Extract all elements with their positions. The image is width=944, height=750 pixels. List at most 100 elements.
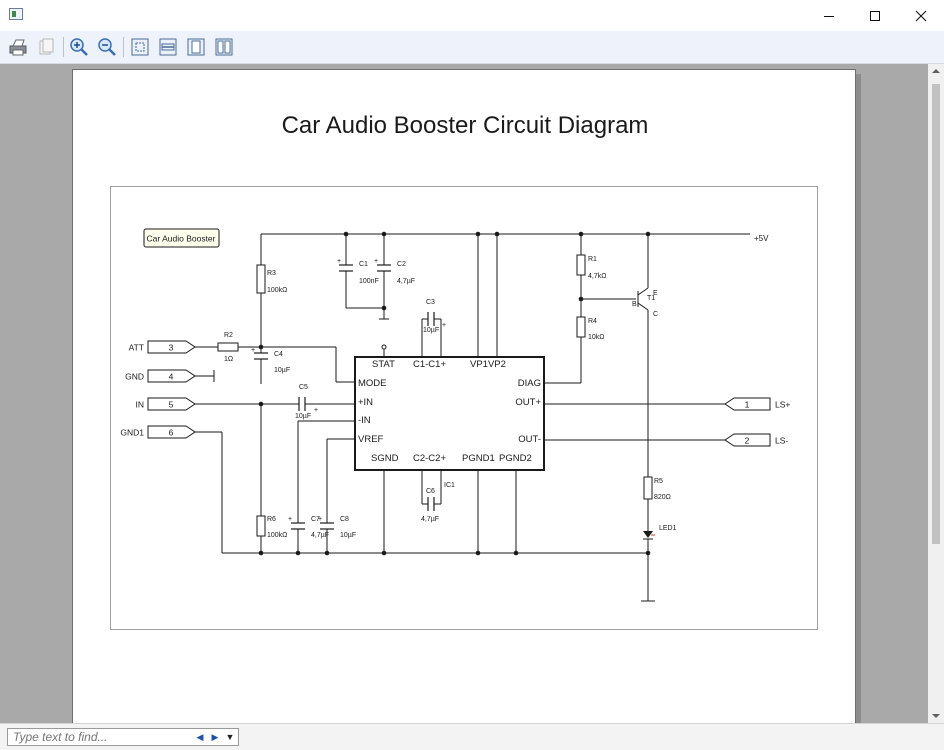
r2-value: 1Ω	[224, 356, 233, 363]
close-icon	[915, 10, 927, 21]
scroll-down-icon[interactable]	[928, 709, 944, 723]
ic-pin-out-minus: OUT-	[518, 434, 541, 445]
ic-pin-vp1vp2: VP1VP2	[470, 359, 506, 370]
ic-pin-out-plus: OUT+	[515, 397, 541, 408]
t1-name: T1	[647, 295, 655, 302]
c2-name: C2	[397, 261, 406, 268]
connector-in-label: IN	[136, 400, 145, 410]
c6-value: 4,7µF	[421, 516, 439, 523]
connector-att	[147, 340, 196, 354]
led1-name: LED1	[659, 525, 677, 532]
find-bar: ◀ ▶ ▼	[0, 723, 944, 750]
toolbar	[0, 31, 944, 64]
maximize-button[interactable]	[852, 0, 898, 31]
two-pages-icon	[215, 38, 233, 56]
ic-pin-diag: DIAG	[518, 378, 541, 389]
vertical-scrollbar[interactable]	[928, 64, 944, 723]
c8-name: C8	[340, 516, 349, 523]
c7-value: 4,7µF	[311, 532, 329, 539]
connector-gnd-pin: 4	[169, 372, 174, 382]
c2-value: 4,7µF	[397, 278, 415, 285]
ic-pin-c1c1: C1-C1+	[413, 359, 446, 370]
find-next-icon[interactable]: ▶	[211, 732, 219, 742]
single-page-button[interactable]	[185, 36, 207, 58]
circuit-label-box	[143, 228, 220, 248]
c4-name: C4	[274, 351, 283, 358]
capacitor-c5	[298, 397, 306, 411]
svg-text:+: +	[288, 516, 292, 523]
connector-in-pin: 5	[169, 400, 174, 410]
zoom-out-icon	[98, 38, 116, 56]
scrollbar-thumb[interactable]	[932, 84, 940, 544]
c3-value: 10µF	[423, 327, 439, 334]
minimize-button[interactable]	[806, 0, 852, 31]
ic1-name: IC1	[444, 482, 455, 489]
document-viewer[interactable]: Car Audio Booster Circuit Diagram	[0, 64, 928, 723]
capacitor-c7	[291, 522, 305, 530]
r4-name: R4	[588, 318, 597, 325]
capacitor-c6	[427, 497, 435, 511]
c8-value: 10µF	[340, 532, 356, 539]
capacitor-c8	[320, 522, 334, 530]
circuit-label-text: Car Audio Booster	[147, 234, 216, 244]
close-button[interactable]	[898, 0, 944, 31]
c3-name: C3	[426, 299, 435, 306]
r5-name: R5	[654, 478, 663, 485]
diagram-frame	[110, 186, 818, 630]
t1-emitter: E	[653, 290, 658, 297]
svg-text:+: +	[314, 407, 318, 414]
zoom-out-button[interactable]	[96, 36, 118, 58]
ic1-chip	[354, 356, 545, 471]
find-previous-icon[interactable]: ◀	[196, 732, 204, 742]
ic-pin-plus-in: +IN	[358, 397, 373, 408]
two-pages-button[interactable]	[213, 36, 235, 58]
scroll-up-icon[interactable]	[928, 64, 944, 78]
resistor-r3	[256, 264, 266, 294]
r5-value: 820Ω	[654, 494, 671, 501]
app-icon	[9, 8, 23, 20]
led-icon	[643, 531, 655, 540]
find-options-chevron-down-icon[interactable]: ▼	[225, 732, 235, 742]
svg-text:+: +	[318, 516, 322, 523]
c5-name: C5	[299, 384, 308, 391]
c1-name: C1	[359, 261, 368, 268]
maximize-icon	[870, 10, 880, 21]
c4-value: 10µF	[274, 367, 290, 374]
connector-ls-minus	[724, 433, 771, 447]
copy-icon	[39, 38, 54, 55]
page-shadow	[856, 74, 861, 723]
connector-ls-minus-pin: 2	[745, 436, 750, 446]
connector-ls-plus	[724, 397, 771, 411]
t1-collector: C	[653, 311, 658, 318]
copy-button[interactable]	[35, 36, 57, 58]
t1-base: B	[632, 301, 637, 308]
r1-name: R1	[588, 256, 597, 263]
toolbar-separator	[63, 37, 64, 57]
single-page-icon	[187, 38, 205, 56]
r4-value: 10kΩ	[588, 334, 605, 341]
title-bar	[0, 0, 944, 31]
capacitor-c3	[427, 312, 435, 326]
svg-text:+: +	[442, 322, 446, 329]
zoom-in-button[interactable]	[68, 36, 90, 58]
resistor-r4	[576, 316, 586, 338]
find-input[interactable]	[7, 728, 239, 746]
fit-page-button[interactable]	[129, 36, 151, 58]
connector-att-label: ATT	[129, 343, 144, 353]
print-button[interactable]	[7, 36, 29, 58]
resistor-r5	[643, 476, 653, 500]
resistor-r1	[576, 254, 586, 276]
r3-name: R3	[267, 270, 276, 277]
connector-gnd1-pin: 6	[169, 428, 174, 438]
r6-name: R6	[267, 516, 276, 523]
circuit-schematic: ++ ++ +++	[120, 228, 790, 602]
connector-ls-minus-label: LS-	[775, 436, 788, 446]
c5-value: 10µF	[295, 413, 311, 420]
supply-label: +5V	[754, 234, 769, 243]
ic-pin-minus-in: -IN	[358, 415, 371, 426]
c7-name: C7	[311, 516, 320, 523]
ic-pin-vref: VREF	[358, 434, 384, 445]
fit-width-button[interactable]	[157, 36, 179, 58]
zoom-in-icon	[70, 38, 88, 56]
ic-pin-pgnd2: PGND2	[499, 453, 532, 464]
